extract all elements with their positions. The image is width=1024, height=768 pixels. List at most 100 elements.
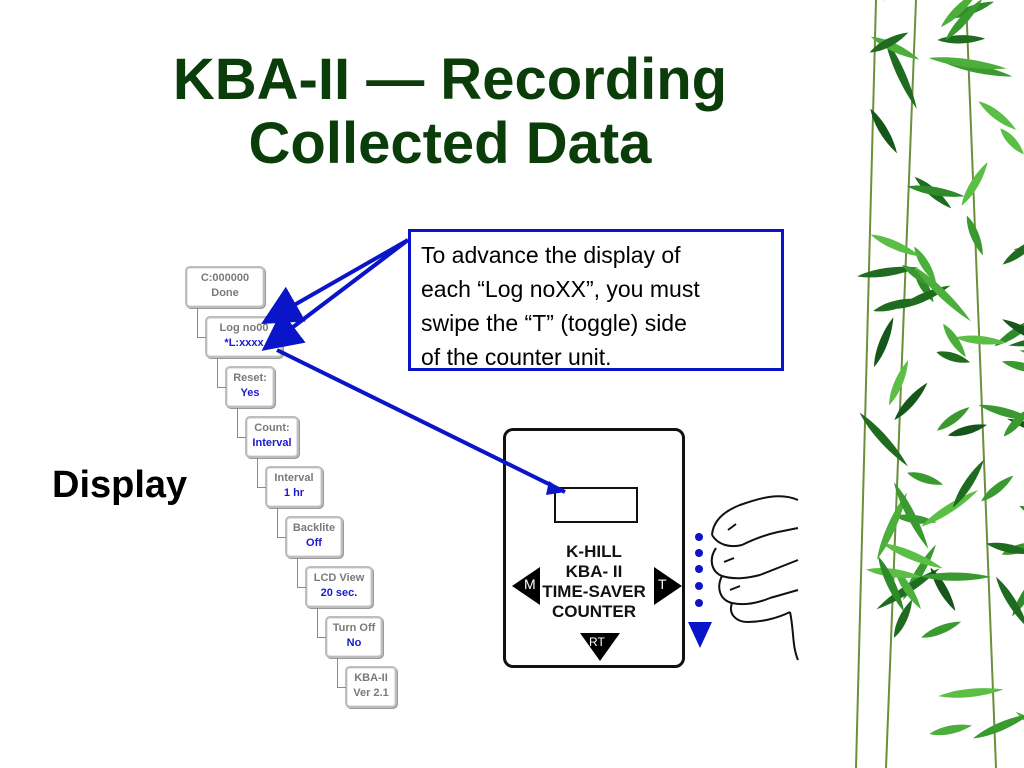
bamboo-leaf xyxy=(885,38,917,109)
menu-item-value: 1 hr xyxy=(283,487,305,499)
bamboo-leaf xyxy=(876,492,907,560)
bamboo-leaf xyxy=(873,298,917,312)
menu-connector xyxy=(237,408,246,438)
counter-device: K-HILL KBA- II TIME-SAVER COUNTER M T RT xyxy=(503,428,685,668)
hand-icon xyxy=(710,495,799,661)
bamboo-leaf xyxy=(952,459,984,508)
bamboo-leaf xyxy=(945,0,983,41)
bamboo-leaf xyxy=(1000,128,1024,155)
bamboo-leaf xyxy=(986,542,1024,554)
menu-connector xyxy=(317,608,326,638)
bamboo-leaf xyxy=(1012,571,1024,617)
bamboo-leaf xyxy=(936,407,970,431)
bamboo-leaf xyxy=(914,266,971,322)
menu-item-label: Count: xyxy=(254,422,290,434)
bamboo-leaf xyxy=(955,335,1007,345)
menu-item-box: Count: Interval xyxy=(245,416,299,458)
rt-button-label: RT xyxy=(589,635,605,649)
bamboo-leaf xyxy=(920,572,991,581)
menu-item-value: Interval xyxy=(252,437,292,449)
menu-item-value: Yes xyxy=(240,387,260,399)
bamboo-leaf xyxy=(870,234,921,257)
menu-connector xyxy=(337,658,346,688)
lcd-display xyxy=(554,487,638,523)
bamboo-leaf xyxy=(1002,237,1024,265)
arrow-to-log-value xyxy=(261,238,410,351)
menu-item-label: Turn Off xyxy=(332,622,376,634)
callout-line: each “Log noXX”, you must xyxy=(421,276,700,302)
swipe-down-arrow-icon xyxy=(688,622,712,648)
menu-item-value: No xyxy=(346,637,362,649)
title-line-1: KBA-II — Recording xyxy=(172,47,728,112)
bamboo-leaf xyxy=(936,351,971,363)
bamboo-leaf xyxy=(894,382,928,421)
bamboo-leaf xyxy=(920,489,979,527)
bamboo-leaf xyxy=(972,713,1024,739)
bamboo-leaf xyxy=(881,543,943,569)
menu-connector xyxy=(217,358,226,388)
bamboo-leaf xyxy=(873,317,894,368)
bamboo-leaf xyxy=(914,246,937,283)
bamboo-leaf xyxy=(894,568,921,610)
menu-item-value: 20 sec. xyxy=(320,587,358,599)
device-model: KBA- II xyxy=(565,562,623,581)
bamboo-leaf xyxy=(906,185,965,197)
t-button-label: T xyxy=(658,576,667,592)
bamboo-leaf xyxy=(893,599,913,638)
arrow-to-log-box xyxy=(261,238,409,324)
slide-title: KBA-II — Recording Collected Data xyxy=(60,48,840,176)
bamboo-decoration xyxy=(846,0,1024,768)
bamboo-leaf xyxy=(928,57,1007,69)
callout-line: To advance the display of xyxy=(421,242,681,268)
bamboo-leaf xyxy=(907,472,944,485)
bamboo-leaf xyxy=(929,724,972,736)
menu-item-label: Backlite xyxy=(292,522,336,534)
menu-item-label: C:000000 xyxy=(200,272,250,284)
bamboo-leaf xyxy=(857,266,918,278)
display-label: Display xyxy=(52,464,188,506)
menu-item-box: LCD View 20 sec. xyxy=(305,566,373,608)
bamboo-leaf xyxy=(981,475,1014,502)
title-line-2: Collected Data xyxy=(248,111,652,176)
m-button-label: M xyxy=(524,576,536,592)
menu-item-label: Log no00 xyxy=(219,322,269,334)
bamboo-leaf xyxy=(889,360,909,406)
menu-connector xyxy=(297,558,306,588)
menu-item-label: LCD View xyxy=(313,572,365,584)
menu-item-value: Done xyxy=(211,287,239,299)
instruction-callout: To advance the display of each “Log noXX… xyxy=(408,229,784,371)
device-brand: K-HILL xyxy=(566,542,622,561)
bamboo-leaf xyxy=(966,215,983,256)
menu-item-label: Reset: xyxy=(233,372,267,384)
device-name-line-1: TIME-SAVER xyxy=(542,582,646,601)
menu-item-label: Interval xyxy=(274,472,314,484)
t-button-icon xyxy=(654,567,682,605)
bamboo-leaf xyxy=(859,412,908,467)
menu-item-box: Reset: Yes xyxy=(225,366,275,408)
device-name-line-2: COUNTER xyxy=(551,602,637,621)
swipe-dots xyxy=(695,533,703,607)
menu-connector xyxy=(197,308,206,338)
m-button-icon xyxy=(512,567,540,605)
bamboo-leaf xyxy=(1002,319,1024,347)
bamboo-leaf xyxy=(870,108,898,154)
menu-connector xyxy=(257,458,266,488)
menu-item-label: KBA-II xyxy=(354,672,388,684)
callout-line: swipe the “T” (toggle) side xyxy=(421,310,687,336)
lcd-arrowhead xyxy=(546,481,565,495)
bamboo-leaf xyxy=(921,621,962,638)
bamboo-leaf xyxy=(878,555,905,612)
rt-button-icon xyxy=(580,633,620,661)
callout-line: of the counter unit. xyxy=(421,344,612,370)
menu-connector xyxy=(277,508,286,538)
bamboo-leaf xyxy=(938,688,1004,698)
arrow-to-lcd xyxy=(276,348,566,494)
menu-item-value: Off xyxy=(306,537,322,549)
menu-item-box: Interval 1 hr xyxy=(265,466,323,508)
bamboo-leaf xyxy=(978,101,1017,130)
bamboo-leaf xyxy=(947,424,987,437)
